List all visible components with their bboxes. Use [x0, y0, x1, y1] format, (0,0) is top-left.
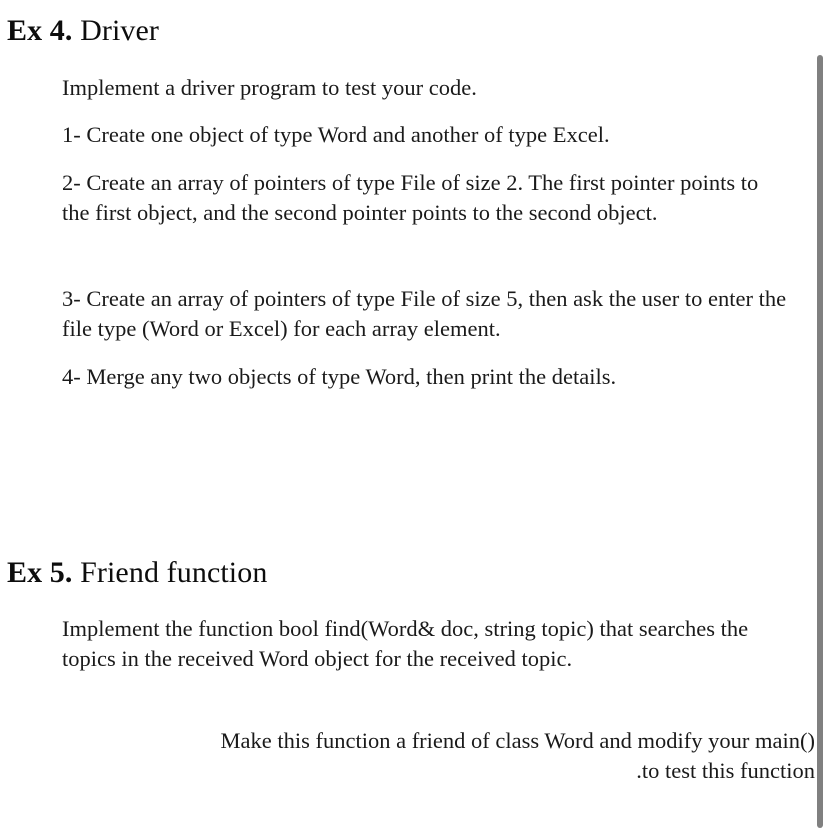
closing-line-2: .to test this function [636, 758, 815, 783]
exercise4-paragraph-item-1: 1- Create one object of type Word and an… [62, 122, 610, 147]
exercise5-closing-paragraph: Make this function a friend of class Wor… [20, 726, 815, 786]
exercise-title-ex5: Friend function [80, 556, 268, 589]
closing-line-1: Make this function a friend of class Wor… [220, 728, 815, 753]
exercise5-paragraph-intro: Implement the function bool find(Word& d… [62, 616, 749, 671]
exercise4-paragraph-item-4: 4- Merge any two objects of type Word, t… [62, 364, 617, 389]
exercise-label-ex5: Ex 5. [7, 556, 73, 589]
exercise-heading-ex5: Ex 5. Friend function [7, 556, 267, 590]
exercise4-paragraph-item-2: 2- Create an array of pointers of type F… [62, 170, 759, 225]
exercise-heading-ex4: Ex 4. Driver [7, 14, 159, 48]
exercise4-paragraph-item-3: 3- Create an array of pointers of type F… [62, 286, 787, 341]
exercise-title-ex4: Driver [80, 14, 160, 47]
vertical-scrollbar-thumb[interactable] [817, 55, 823, 828]
exercise-label-ex4: Ex 4. [7, 14, 73, 47]
exercise4-paragraph-intro: Implement a driver program to test your … [62, 75, 477, 100]
